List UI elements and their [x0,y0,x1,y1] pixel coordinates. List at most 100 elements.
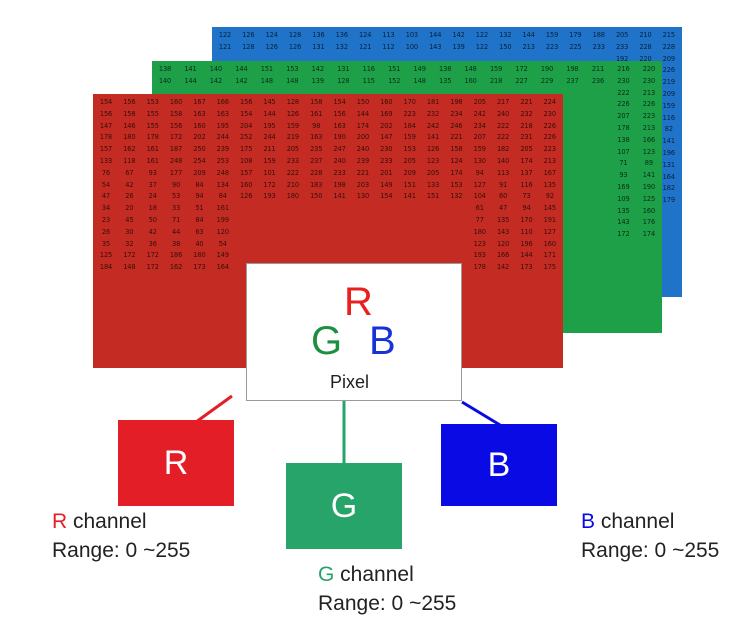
red-pixel-value: 233 [286,156,300,165]
green-pixel-value: 109 [617,194,630,203]
green-pixel-value: 131 [337,65,350,73]
red-pixel-value: 135 [543,180,556,189]
red-pixel-value: 47 [499,204,508,213]
green-pixel-value: 71 [619,159,628,168]
blue-pixel-value: 188 [592,31,605,39]
red-pixel-value: 151 [426,192,440,201]
red-pixel-value: 211 [263,145,276,154]
red-pixel-value: 195 [263,121,276,130]
red-pixel-value: 140 [496,156,510,165]
red-pixel-value: 40 [195,239,204,248]
red-pixel-value: 93 [148,168,157,177]
red-pixel-value: 94 [195,192,204,201]
green-pixel-value: 135 [617,206,630,215]
r-channel-letter: R [52,510,68,533]
red-pixel-value: 235 [310,145,323,154]
red-pixel-value: 222 [496,121,510,130]
red-pixel-value: 133 [99,156,113,165]
red-pixel-value: 37 [148,180,157,189]
blue-pixel-value: 124 [265,31,278,39]
blue-pixel-value: 182 [662,184,675,193]
red-pixel-value: 193 [473,251,486,260]
red-pixel-value: 162 [169,263,183,272]
red-pixel-value: 150 [310,192,323,201]
blue-pixel-value: 126 [265,42,278,51]
red-pixel-value: 161 [216,204,229,213]
red-pixel-value: 172 [146,263,159,272]
g-channel-box: G [286,463,402,549]
red-pixel-value: 209 [193,168,206,177]
green-pixel-value: 222 [617,88,630,97]
red-pixel-value: 158 [123,109,136,118]
red-pixel-value: 196 [520,239,533,248]
green-pixel-value: 207 [617,112,630,121]
red-pixel-value: 33 [171,204,181,213]
green-pixel-value: 237 [566,76,579,85]
red-pixel-value: 240 [333,156,346,165]
red-pixel-value: 226 [543,133,556,142]
red-pixel-value: 94 [522,204,531,213]
blue-pixel-value: 103 [405,31,419,39]
blue-pixel-value: 213 [522,42,535,51]
red-pixel-value: 217 [496,98,510,106]
red-pixel-value: 172 [146,251,159,260]
red-pixel-value: 180 [473,227,486,236]
blue-pixel-value: 144 [429,31,442,39]
green-pixel-value: 178 [617,123,630,132]
blue-pixel-value: 136 [335,31,348,39]
red-pixel-value: 163 [310,133,323,142]
green-pixel-value: 218 [489,76,503,85]
red-pixel-value: 232 [426,109,440,118]
red-pixel-value: 219 [286,133,300,142]
red-pixel-value: 174 [520,156,533,165]
red-pixel-value: 174 [356,121,370,130]
red-pixel-value: 20 [125,204,134,213]
green-pixel-value: 159 [489,65,503,73]
red-pixel-value: 180 [123,133,136,142]
red-pixel-value: 224 [543,98,556,106]
red-pixel-value: 173 [520,263,533,272]
red-pixel-value: 195 [216,121,229,130]
red-pixel-value: 124 [450,156,463,165]
red-pixel-value: 143 [496,227,510,236]
red-pixel-value: 151 [403,180,416,189]
red-pixel-value: 233 [333,168,346,177]
green-pixel-value: 142 [209,76,223,85]
red-pixel-value: 157 [240,168,253,177]
red-pixel-value: 244 [216,133,229,142]
red-pixel-value: 30 [125,227,134,236]
red-pixel-value: 146 [123,121,136,130]
blue-pixel-value: 82 [664,125,673,134]
green-pixel-value: 152 [388,76,401,85]
red-pixel-value: 123 [473,239,486,248]
red-pixel-value: 156 [123,98,136,106]
red-pixel-value: 44 [171,227,181,236]
b-channel-letter: B [581,510,596,533]
blue-pixel-value: 215 [662,31,675,39]
green-pixel-value: 151 [388,65,401,73]
red-pixel-value: 123 [426,156,440,165]
red-pixel-value: 159 [403,133,416,142]
red-pixel-value: 221 [520,98,533,106]
red-pixel-value: 218 [520,121,533,130]
red-pixel-value: 144 [520,251,533,260]
green-pixel-value: 190 [540,65,554,73]
red-pixel-value: 101 [263,168,276,177]
green-pixel-value: 230 [642,76,656,85]
red-pixel-value: 73 [522,192,531,201]
b-channel-range: Range: 0 ~255 [581,539,720,562]
red-pixel-value: 141 [426,133,440,142]
red-pixel-value: 233 [380,156,393,165]
red-pixel-value: 178 [99,133,113,142]
red-pixel-value: 42 [148,227,157,236]
red-pixel-value: 183 [310,180,323,189]
blue-pixel-value: 205 [615,31,629,39]
blue-pixel-value: 142 [452,31,465,39]
